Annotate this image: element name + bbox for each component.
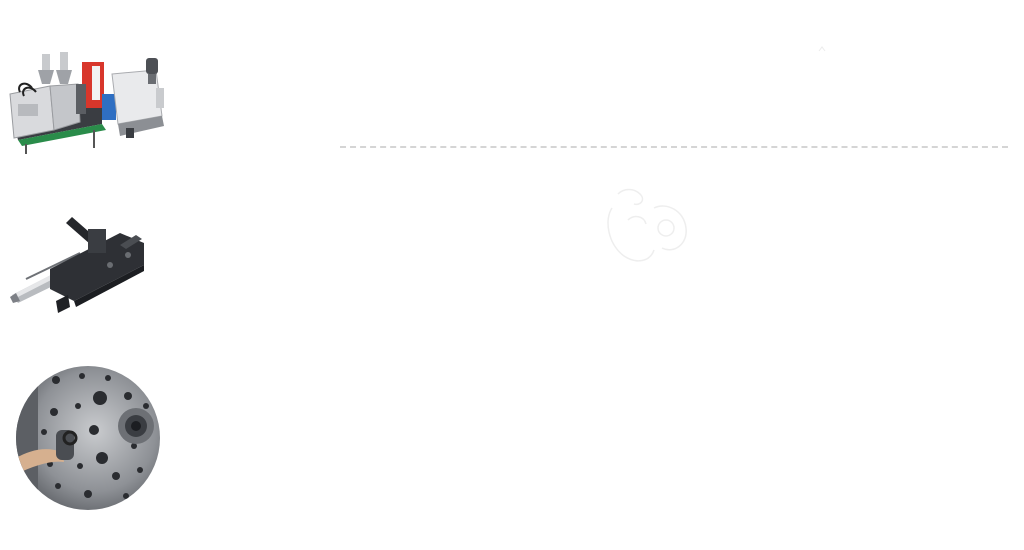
injection-unit-icon [10, 217, 144, 313]
watermark-icon [607, 188, 687, 262]
dot-icon [818, 46, 826, 52]
dashed-separator [340, 146, 1008, 148]
mold-platen-image [16, 366, 160, 510]
injection-molding-machine-image [6, 44, 168, 154]
injection-unit-image [10, 215, 150, 315]
small-decorative-mark [818, 40, 826, 52]
watermark-logo [600, 184, 692, 268]
injection-molding-machine-icon [9, 52, 164, 154]
mold-platen-icon [16, 366, 160, 510]
